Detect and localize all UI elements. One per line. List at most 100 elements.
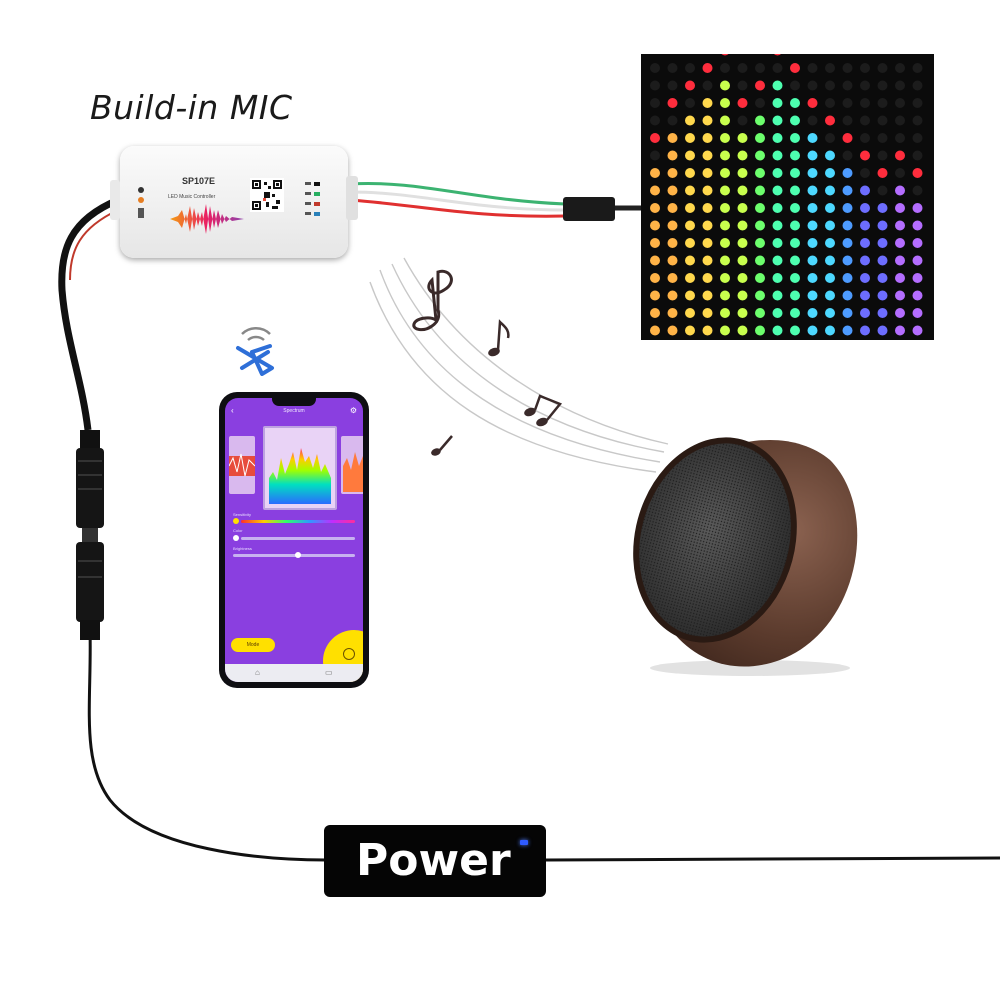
led-dot bbox=[667, 115, 678, 126]
led-peak-dot bbox=[667, 98, 678, 108]
led-dot bbox=[667, 185, 678, 196]
power-supply: Power bbox=[324, 825, 546, 897]
led-dot bbox=[877, 220, 888, 231]
led-dot bbox=[702, 98, 713, 108]
led-dot bbox=[912, 63, 923, 73]
led-dot bbox=[842, 273, 853, 283]
led-dot bbox=[825, 203, 835, 213]
led-dot bbox=[755, 98, 765, 108]
led-peak-dot bbox=[825, 115, 835, 126]
led-dot bbox=[877, 255, 888, 266]
led-dot bbox=[772, 325, 783, 336]
led-dot bbox=[702, 203, 713, 213]
led-dot bbox=[650, 168, 660, 178]
led-dot bbox=[650, 255, 660, 266]
back-arrow-icon[interactable]: ‹ bbox=[231, 406, 234, 415]
led-dot bbox=[807, 273, 818, 283]
led-dot bbox=[755, 115, 765, 126]
led-dot bbox=[702, 255, 713, 266]
settings-icon[interactable]: ⚙ bbox=[349, 406, 357, 415]
led-controller-box: SP107E LED Music Controller bbox=[110, 146, 358, 258]
led-dot bbox=[860, 273, 870, 283]
led-dot bbox=[772, 80, 783, 91]
power-icon[interactable] bbox=[343, 648, 355, 660]
led-dot bbox=[702, 133, 713, 143]
app-screen: ‹ Spectrum ⚙ Sensitivity Color Brightnes… bbox=[225, 398, 363, 682]
controller-port-right bbox=[346, 176, 358, 220]
slider-label-color: Color bbox=[233, 528, 243, 533]
terminal-indicator-icon bbox=[305, 182, 320, 216]
led-dot bbox=[650, 290, 660, 301]
led-peak-dot bbox=[912, 168, 923, 178]
led-dot bbox=[807, 255, 818, 266]
led-dot bbox=[912, 273, 923, 283]
led-dot bbox=[842, 255, 853, 266]
led-dot bbox=[912, 115, 923, 126]
led-dot bbox=[912, 220, 923, 231]
led-dot bbox=[720, 290, 730, 301]
slider-knob-color[interactable] bbox=[233, 535, 239, 541]
led-dot bbox=[737, 150, 748, 161]
led-dot bbox=[895, 203, 905, 213]
slider-sensitivity[interactable] bbox=[241, 520, 355, 523]
led-dot bbox=[737, 325, 748, 336]
led-dot bbox=[912, 325, 923, 336]
led-dot bbox=[685, 63, 695, 73]
effect-card-left[interactable] bbox=[228, 436, 256, 494]
slider-color[interactable] bbox=[241, 537, 355, 540]
mode-button[interactable]: Mode bbox=[231, 638, 275, 652]
led-peak-dot bbox=[807, 98, 818, 108]
home-icon[interactable]: ⌂ bbox=[255, 668, 260, 677]
led-dot bbox=[807, 133, 818, 143]
led-dot bbox=[720, 150, 730, 161]
led-dot bbox=[790, 273, 800, 283]
led-dot bbox=[702, 325, 713, 336]
led-dot bbox=[825, 150, 835, 161]
led-dot bbox=[720, 308, 730, 318]
barrel-connector bbox=[76, 430, 104, 640]
led-dot bbox=[650, 98, 660, 108]
led-dot bbox=[842, 150, 853, 161]
led-dot bbox=[912, 238, 923, 248]
led-dot bbox=[877, 80, 888, 91]
led-dot bbox=[807, 203, 818, 213]
led-dot bbox=[702, 115, 713, 126]
led-dot bbox=[825, 308, 835, 318]
led-dot bbox=[685, 185, 695, 196]
effect-card-selected[interactable] bbox=[263, 426, 337, 510]
led-dot bbox=[650, 325, 660, 336]
controller-model: SP107E bbox=[182, 176, 216, 186]
led-dot bbox=[860, 203, 870, 213]
led-dot bbox=[877, 325, 888, 336]
led-peak-dot bbox=[650, 133, 660, 143]
led-dot bbox=[842, 80, 853, 91]
slider-brightness[interactable] bbox=[233, 554, 355, 557]
led-dot bbox=[807, 220, 818, 231]
led-dot bbox=[702, 290, 713, 301]
list-icon[interactable]: ▭ bbox=[325, 668, 333, 677]
led-dot bbox=[842, 290, 853, 301]
led-dot bbox=[860, 80, 870, 91]
led-dot bbox=[737, 203, 748, 213]
led-dot bbox=[825, 325, 835, 336]
led-dot bbox=[737, 290, 748, 301]
led-dot bbox=[685, 255, 695, 266]
led-dot bbox=[877, 308, 888, 318]
led-dot bbox=[772, 290, 783, 301]
led-dot bbox=[860, 98, 870, 108]
led-dot bbox=[895, 238, 905, 248]
led-dot bbox=[720, 133, 730, 143]
slider-knob-sensitivity[interactable] bbox=[233, 518, 239, 524]
slider-knob-brightness[interactable] bbox=[295, 552, 301, 558]
led-dot bbox=[720, 203, 730, 213]
led-dot bbox=[685, 133, 695, 143]
led-dot bbox=[895, 98, 905, 108]
led-dot bbox=[772, 255, 783, 266]
led-dot bbox=[877, 115, 888, 126]
led-dot bbox=[807, 308, 818, 318]
effect-card-right[interactable] bbox=[341, 436, 363, 494]
led-dot bbox=[895, 290, 905, 301]
led-dot bbox=[895, 63, 905, 73]
led-dot bbox=[737, 115, 748, 126]
